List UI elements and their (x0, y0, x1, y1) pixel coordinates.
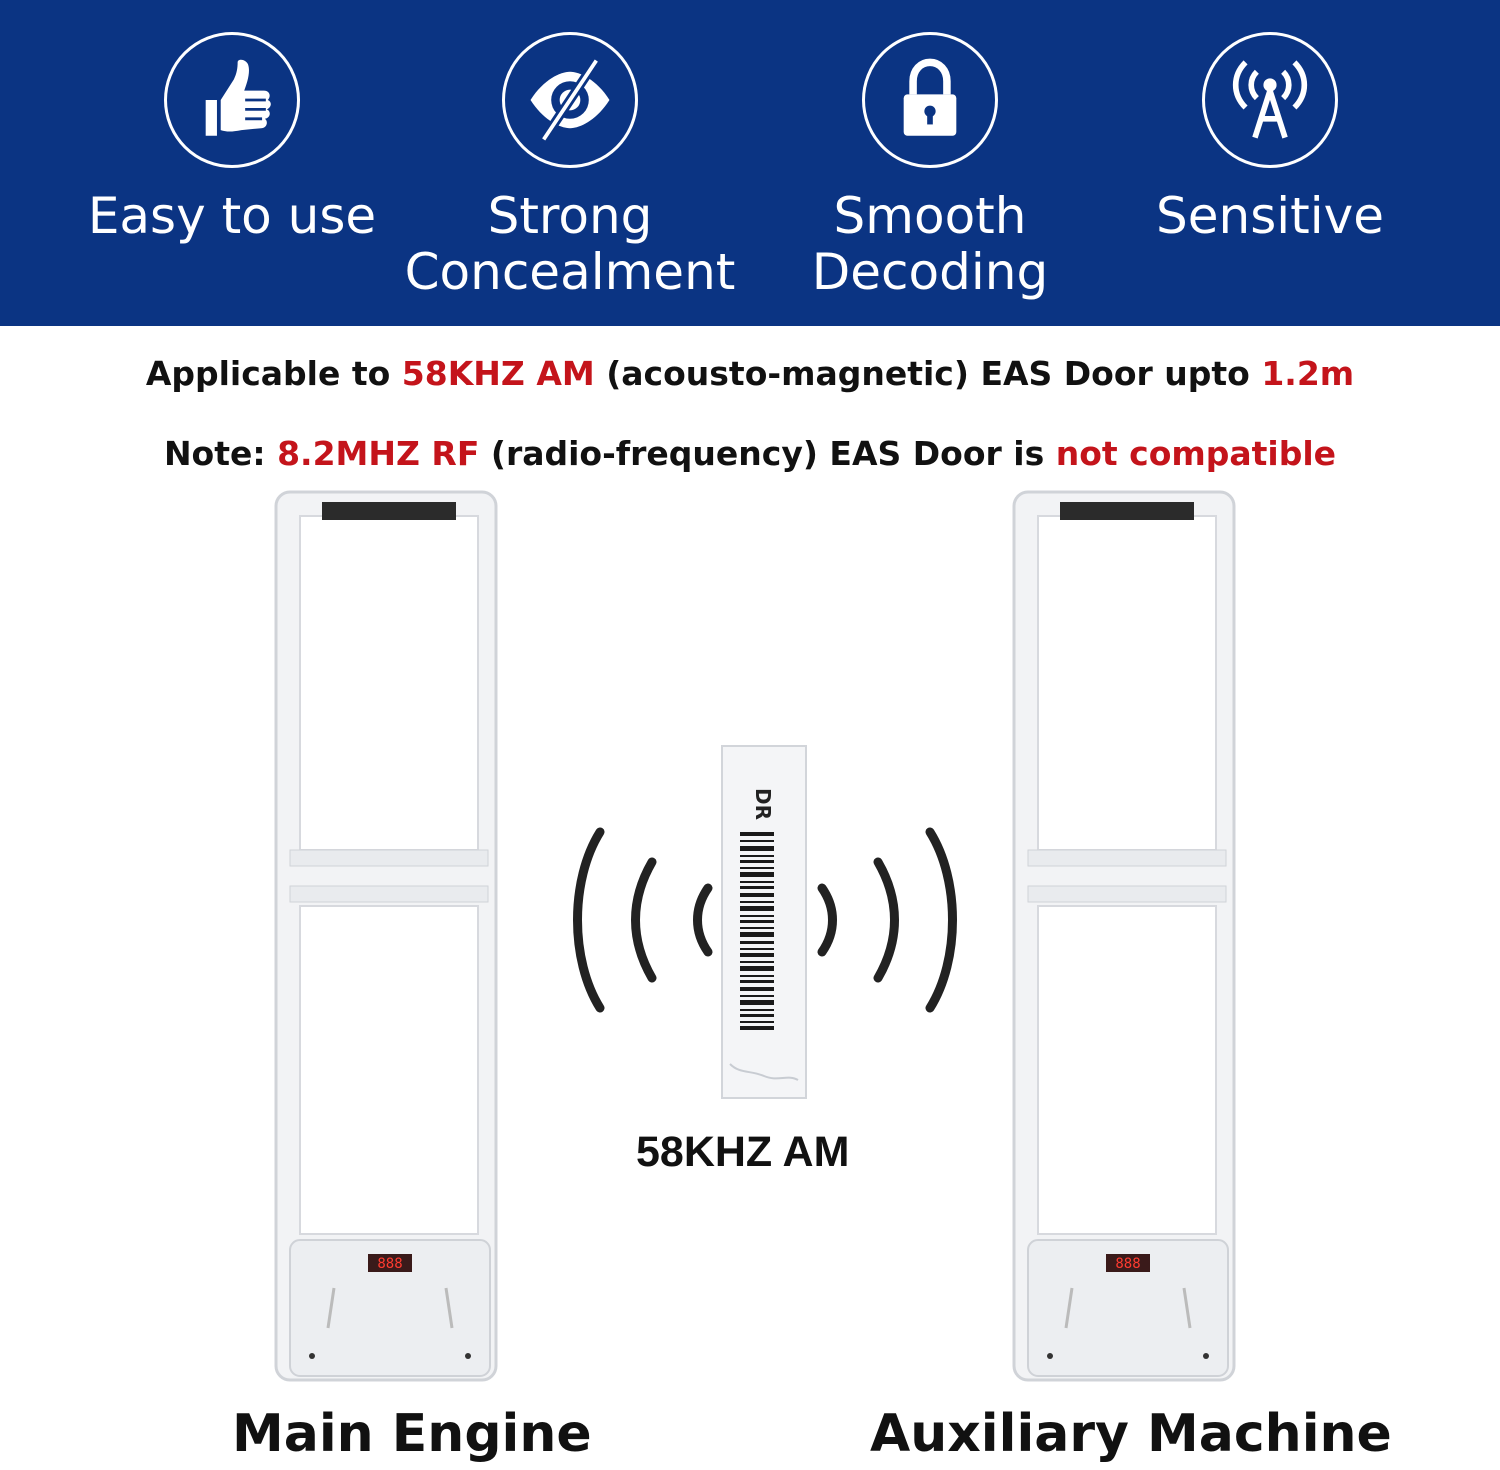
wave-left-outer (573, 827, 605, 1013)
barcode (740, 832, 774, 1030)
note-prefix: Note: (163, 434, 278, 473)
wave-right-outer (925, 827, 957, 1013)
tag-print-text: DR (751, 788, 775, 820)
main-engine-gate: 888 (274, 490, 498, 1382)
applicability-frequency: 58KHZ AM (401, 354, 595, 393)
wave-right-inner (817, 883, 837, 957)
antenna-icon (1202, 32, 1338, 168)
signal-waves (573, 827, 957, 1013)
note-frequency: 8.2MHZ RF (277, 434, 480, 473)
auxiliary-machine-gate: 888 (1012, 490, 1236, 1382)
applicability-text: Applicable to 58KHZ AM (acousto-magnetic… (0, 354, 1500, 393)
applicability-distance: 1.2m (1261, 354, 1355, 393)
feature-label-line: Decoding (811, 243, 1049, 301)
feature-label-line: Smooth (833, 187, 1027, 245)
lock-icon (862, 32, 998, 168)
wave-left-middle (631, 857, 657, 983)
feature-label-line: Strong (487, 187, 653, 245)
main-engine-label: Main Engine (232, 1404, 592, 1464)
applicability-middle: (acousto-magnetic) EAS Door upto (594, 354, 1262, 393)
aux-display-readout: 888 (1115, 1256, 1140, 1272)
feature-label: Sensitive (1156, 187, 1384, 245)
note-text: Note: 8.2MHZ RF (radio-frequency) EAS Do… (0, 434, 1500, 473)
am-security-tag: DR (721, 745, 807, 1099)
eye-slash-icon (502, 32, 638, 168)
thumbs-up-icon (164, 32, 300, 168)
note-status: not compatible (1055, 434, 1337, 473)
feature-label: Easy to use (87, 187, 377, 245)
wave-left-inner (693, 883, 713, 957)
main-display-readout: 888 (377, 1256, 402, 1272)
feature-easy-to-use: Easy to use (52, 32, 412, 244)
wave-right-middle (873, 857, 899, 983)
feature-label-line: Concealment (404, 243, 736, 301)
note-middle: (radio-frequency) EAS Door is (479, 434, 1056, 473)
auxiliary-machine-label: Auxiliary Machine (870, 1404, 1392, 1464)
tag-frequency-label: 58KHZ AM (636, 1128, 850, 1176)
feature-sensitive: Sensitive (1090, 32, 1450, 244)
applicability-prefix: Applicable to (145, 354, 402, 393)
